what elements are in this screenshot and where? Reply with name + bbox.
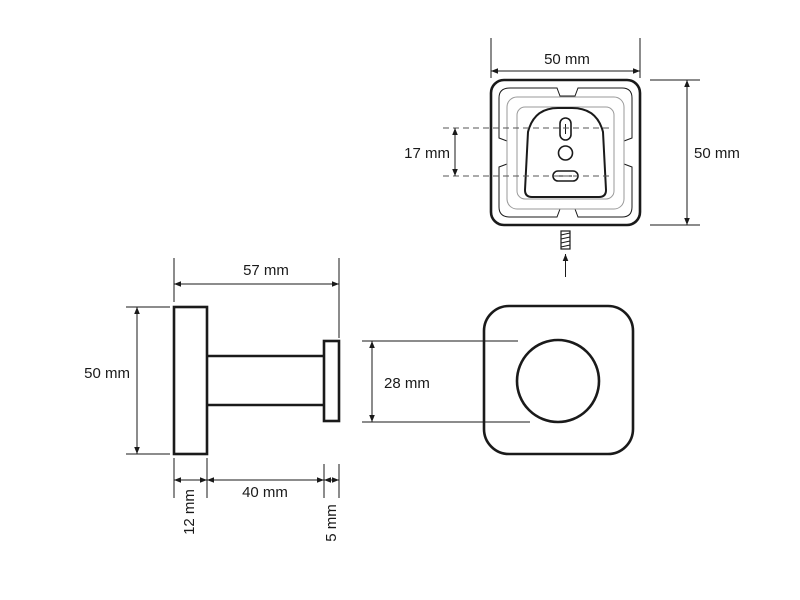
hook-knob <box>322 339 341 423</box>
plate-width-label: 50 mm <box>544 51 590 68</box>
mounting-bracket <box>523 107 608 198</box>
base-depth-label: 12 mm <box>181 489 198 535</box>
mounting-plate-view: 50 mm 50 mm 17 mm <box>404 38 740 277</box>
plate-outer-outline <box>489 78 642 227</box>
hook-length-label: 57 mm <box>243 262 289 279</box>
knob-diameter-label: 28 mm <box>384 375 430 392</box>
base-height-label: 50 mm <box>84 365 130 382</box>
front-knob-circle <box>515 338 601 424</box>
knob-depth-label: 5 mm <box>323 504 340 542</box>
centre-hole <box>557 145 574 161</box>
hook-side-view: 57 mm 50 mm 12 mm 40 mm 5 mm <box>84 258 341 542</box>
plate-height-label: 50 mm <box>694 145 740 162</box>
screw-icon <box>560 230 571 250</box>
top-screw-slot <box>559 117 572 141</box>
rod-length-label: 40 mm <box>242 484 288 501</box>
hook-base <box>172 305 209 456</box>
front-plate-outline <box>482 304 635 456</box>
mount-spacing-label: 17 mm <box>404 145 450 162</box>
plate-recess-outline <box>506 96 625 210</box>
hook-front-view: 28 mm <box>362 304 635 456</box>
plate-inner-outline <box>498 87 633 218</box>
